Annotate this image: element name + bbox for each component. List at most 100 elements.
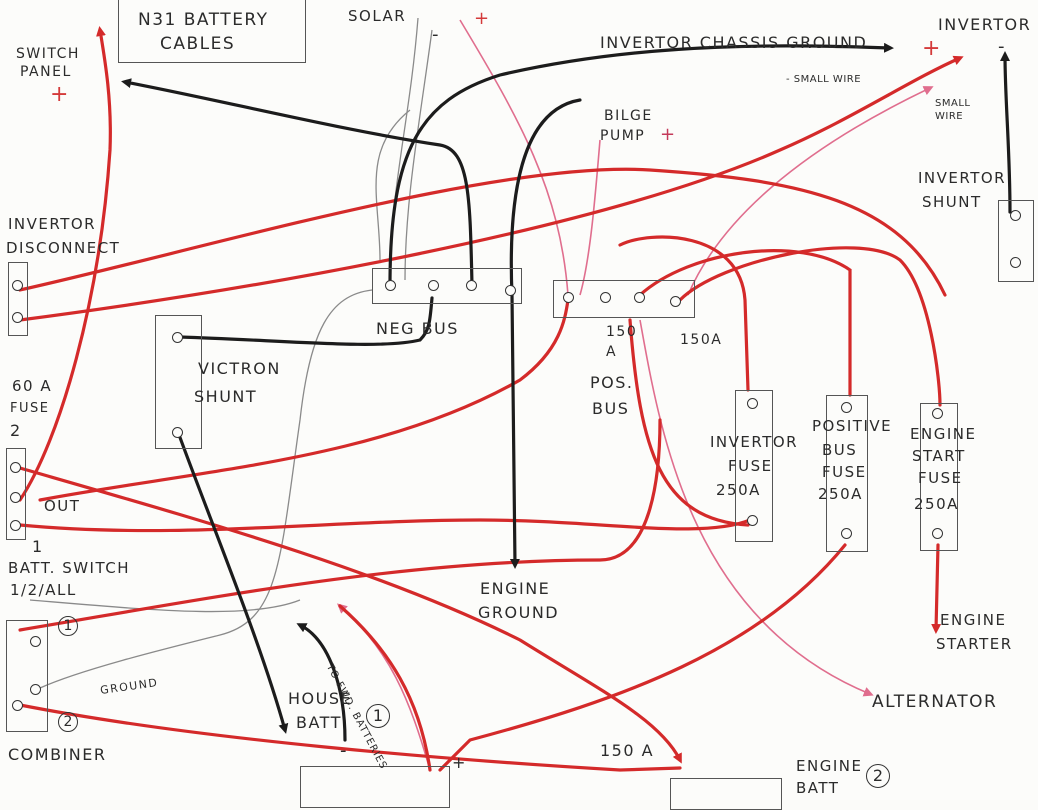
combiner-terminal-1-label: 1 — [58, 616, 78, 636]
inverter-shunt-wire — [1000, 51, 1012, 214]
neg-bus-terminal-3 — [466, 280, 477, 291]
switch-pos-1-label: 1 — [32, 537, 44, 556]
engine-ground-label-1: ENGINE — [480, 579, 551, 598]
inverter-disconnect-top-wire — [18, 167, 947, 297]
pos-bus-terminal-4 — [670, 296, 681, 307]
inverter-fuse-terminal-top — [747, 398, 758, 409]
grey-ground-wire — [39, 289, 373, 689]
pos-bus-terminal-3 — [634, 292, 645, 303]
house-batt-number: 1 — [366, 704, 390, 728]
inverter-disconnect-label-2: DISCONNECT — [6, 239, 121, 257]
small-wire-label-2-line-2: WIRE — [935, 111, 964, 122]
positive-bus-fuse-label-3: FUSE — [822, 463, 867, 481]
engine-batt-label-2: BATT — [796, 779, 840, 797]
red-cross-wire — [18, 418, 662, 632]
positive-bus-fuse-feed — [638, 249, 852, 397]
house-batt-label-2: BATT — [296, 713, 342, 732]
engine-start-fuse-terminal-top — [932, 408, 943, 419]
victron-to-house-neg-wire — [176, 430, 289, 734]
fuse-150a-bottom-label: 150 A — [600, 741, 655, 760]
pos-bus-terminal-2 — [600, 292, 611, 303]
switch-pos1-wire — [18, 518, 752, 533]
switch-panel-wire — [18, 26, 112, 502]
switch-pos2-wire — [18, 466, 682, 764]
neg-bus-terminal-1 — [385, 280, 396, 291]
engine-start-fuse-label-2: START — [912, 447, 966, 465]
inverter-fuse-feed — [618, 235, 750, 392]
engine-start-fuse-box — [920, 403, 958, 551]
positive-bus-fuse-label-2: BUS — [822, 441, 858, 459]
victron-shunt-terminal-bottom — [172, 427, 183, 438]
house-batt-minus-sign: - — [340, 740, 348, 761]
engine-batt-box — [670, 778, 782, 810]
positive-fuse-to-house — [438, 543, 847, 772]
fuse-150a-left-label-2: A — [606, 344, 618, 360]
switch-panel-plus-sign: + — [50, 82, 70, 107]
batt-switch-box — [6, 448, 26, 540]
batt-switch-terminal-2 — [10, 462, 21, 473]
batt-switch-label-1: BATT. SWITCH — [8, 559, 131, 577]
fuse-150a-left-label-1: 150 — [606, 324, 638, 340]
combiner-terminal-ground — [30, 684, 41, 695]
bilge-pump-plus-sign: + — [660, 124, 677, 145]
fwd-batteries-wire — [336, 603, 431, 771]
pos-bus-terminal-1 — [563, 292, 574, 303]
positive-bus-fuse-label-4: 250A — [818, 485, 863, 503]
title-line-1: N31 BATTERY — [138, 10, 269, 30]
inverter-fuse-terminal-bottom — [747, 515, 758, 526]
house-pos-wire — [338, 604, 432, 772]
neg-bus-bar — [372, 268, 522, 304]
inverter-small-wire — [687, 86, 934, 296]
inverter-shunt-terminal-top — [1010, 210, 1021, 221]
batt-switch-label-2: 1/2/ALL — [10, 581, 77, 599]
bilge-pump-label-2: PUMP — [600, 128, 646, 144]
solar-minus-sign: - — [432, 24, 440, 45]
inverter-fuse-label-1: INVERTOR — [710, 433, 799, 451]
house-neg-arc-wire — [296, 623, 347, 742]
inverter-disconnect-bottom-wire — [18, 55, 964, 322]
chassis-ground-wire — [388, 42, 894, 287]
small-wire-label-2-line-1: SMALL — [935, 98, 971, 109]
inverter-shunt-label-1: INVERTOR — [918, 169, 1007, 187]
engine-batt-number: 2 — [866, 764, 890, 788]
fuse-60a-label-2: FUSE — [10, 401, 50, 416]
positive-bus-fuse-terminal-top — [841, 402, 852, 413]
combiner-pos2-wire — [18, 703, 682, 772]
house-batt-label-1: HOUSE — [288, 689, 353, 708]
inverter-shunt-terminal-bottom — [1010, 257, 1021, 268]
engine-starter-label-1: ENGINE — [940, 611, 1007, 629]
alternator-wire — [639, 319, 874, 697]
engine-ground-wire — [509, 98, 582, 297]
title-line-2: CABLES — [160, 34, 236, 54]
inverter-fuse-label-2: FUSE — [728, 457, 773, 475]
fuse-150a-right-label: 150A — [680, 332, 723, 348]
neg-bus-terminal-4 — [505, 285, 516, 296]
inverter-plus-sign: + — [922, 36, 942, 61]
inverter-chassis-ground-label: INVERTOR CHASSIS GROUND — [600, 33, 868, 52]
positive-bus-fuse-label-1: POSITIVE — [812, 417, 893, 435]
inverter-label: INVERTOR — [938, 15, 1032, 34]
combiner-box — [6, 620, 48, 732]
inverter-disconnect-terminal-2 — [12, 312, 23, 323]
switch-pos-2-label: 2 — [10, 421, 22, 440]
solar-label: SOLAR — [348, 7, 407, 25]
title-box — [118, 0, 306, 63]
engine-start-fuse-feed — [678, 246, 942, 407]
switch-out-label: OUT — [44, 497, 81, 515]
inverter-fuse-label-3: 250A — [716, 481, 761, 499]
inverter-shunt-label-2: SHUNT — [922, 193, 982, 211]
engine-start-fuse-label-1: ENGINE — [910, 425, 977, 443]
neg-bus-to-victron-shunt-wire — [178, 296, 434, 346]
engine-batt-label-1: ENGINE — [796, 757, 863, 775]
pos-bus-label-1: POS. — [590, 373, 634, 392]
combiner-terminal-2-label: 2 — [58, 712, 78, 732]
alternator-label: ALTERNATOR — [872, 692, 998, 712]
solar-neg-wire — [389, 17, 419, 281]
inverter-shunt-box — [998, 200, 1034, 282]
solar-thin-wire-2 — [404, 29, 433, 281]
engine-starter-wire — [931, 543, 942, 634]
engine-start-fuse-terminal-bottom — [932, 528, 943, 539]
fuse-60a-label-1: 60 A — [12, 377, 53, 395]
small-wire-label-1: - SMALL WIRE — [786, 74, 862, 85]
